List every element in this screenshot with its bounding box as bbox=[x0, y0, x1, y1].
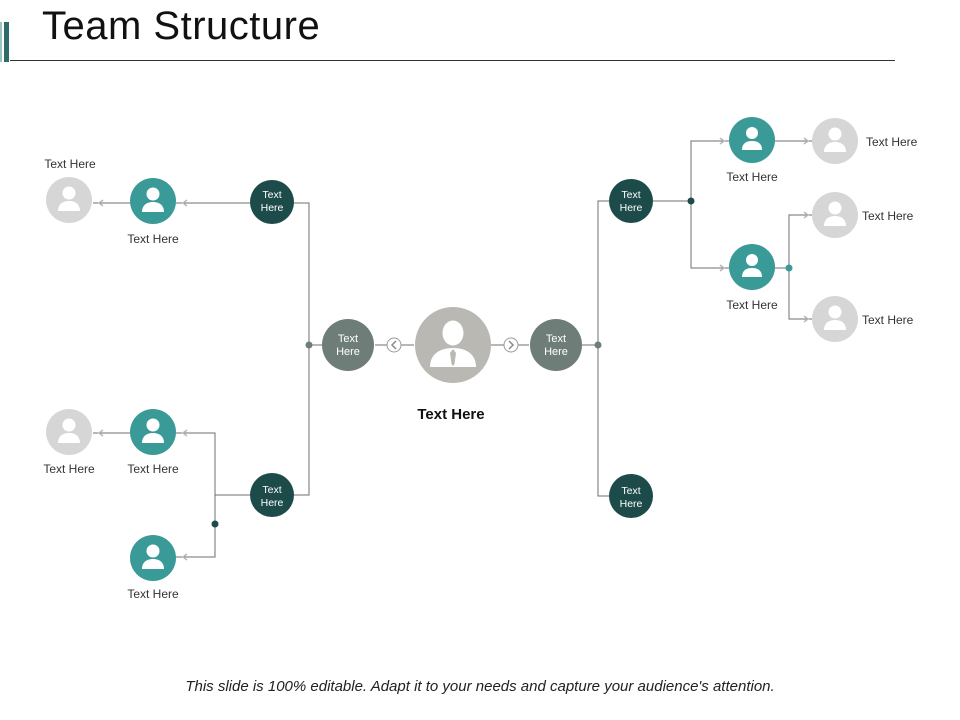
mgr-left-top-line1: Text bbox=[262, 189, 281, 201]
connector-line bbox=[176, 495, 216, 558]
prev-arrow-icon bbox=[386, 337, 402, 353]
arrow-chevron bbox=[719, 137, 726, 145]
arrow-chevron bbox=[181, 429, 188, 437]
member-left-top-label: Text Here bbox=[127, 232, 179, 246]
junction-dot bbox=[305, 341, 313, 349]
footer-note: This slide is 100% editable. Adapt it to… bbox=[185, 678, 775, 695]
tie-icon bbox=[450, 349, 456, 366]
hub-right-line1: Text bbox=[546, 333, 566, 345]
person-icon bbox=[742, 254, 762, 277]
person-icon bbox=[142, 187, 164, 212]
junction-dot bbox=[211, 520, 219, 528]
leaf-left-top-node bbox=[46, 177, 92, 223]
member-left-low-node bbox=[130, 535, 176, 581]
member-left-top-node bbox=[130, 178, 176, 224]
center-label: Text Here bbox=[417, 406, 484, 423]
person-icon bbox=[58, 186, 80, 211]
connector-line bbox=[250, 202, 310, 496]
title-accent-bar bbox=[4, 22, 9, 62]
leaf-right-1-node bbox=[812, 118, 858, 164]
junction-dot bbox=[785, 264, 793, 272]
mgr-right-top-line2: Here bbox=[620, 202, 643, 214]
center-arrow-buttons bbox=[386, 337, 519, 353]
leaf-left-mid-label: Text Here bbox=[43, 462, 95, 476]
mgr-left-top-line2: Here bbox=[261, 202, 284, 214]
junction-dot bbox=[594, 341, 602, 349]
member-left-low-label: Text Here bbox=[127, 587, 179, 601]
junction-dot bbox=[687, 197, 695, 205]
mgr-right-top-line1: Text bbox=[621, 189, 640, 201]
member-left-mid-label: Text Here bbox=[127, 462, 179, 476]
leaf-right-2-node bbox=[812, 192, 858, 238]
connector-line bbox=[690, 201, 729, 269]
hub-right-line2: Here bbox=[544, 346, 568, 358]
leaf-left-mid-node bbox=[46, 409, 92, 455]
connector-line bbox=[690, 140, 729, 201]
mgr-right-bottom-line1: Text bbox=[621, 485, 640, 497]
person-icon bbox=[142, 418, 164, 443]
person-icon bbox=[58, 418, 80, 443]
arrow-chevron bbox=[803, 315, 810, 323]
connector-line bbox=[597, 200, 610, 497]
connector-line bbox=[176, 432, 250, 496]
center-node bbox=[415, 307, 491, 383]
arrow-chevron bbox=[181, 553, 188, 561]
arrow-chevrons bbox=[97, 137, 810, 561]
mgr-right-bottom-line2: Here bbox=[620, 498, 643, 510]
person-icon bbox=[824, 305, 846, 330]
leaf-left-top-label: Text Here bbox=[44, 157, 96, 171]
person-icon bbox=[824, 201, 846, 226]
person-icon bbox=[742, 127, 762, 150]
junction-dots bbox=[211, 197, 793, 528]
member-left-mid-node bbox=[130, 409, 176, 455]
member-right-mid-label: Text Here bbox=[726, 298, 778, 312]
connector-line bbox=[788, 268, 813, 320]
member-right-mid-node bbox=[729, 244, 775, 290]
hub-left-line1: Text bbox=[338, 333, 358, 345]
hub-left-line2: Here bbox=[336, 346, 360, 358]
mgr-left-bottom-line1: Text bbox=[262, 484, 281, 496]
slide-title: Team Structure bbox=[42, 4, 321, 48]
arrow-chevron bbox=[97, 199, 104, 207]
arrow-chevron bbox=[719, 264, 726, 272]
leaf-right-2-label: Text Here bbox=[862, 209, 914, 223]
person-icon bbox=[824, 127, 846, 152]
mgr-left-bottom-line2: Here bbox=[261, 497, 284, 509]
connector-line bbox=[788, 214, 813, 268]
arrow-chevron bbox=[181, 199, 188, 207]
arrow-chevron bbox=[97, 429, 104, 437]
leaf-right-3-label: Text Here bbox=[862, 313, 914, 327]
leaf-right-1-label: Text Here bbox=[866, 135, 918, 149]
person-icon bbox=[142, 544, 164, 569]
arrow-chevron bbox=[803, 137, 810, 145]
next-arrow-icon bbox=[503, 337, 519, 353]
member-right-top-node bbox=[729, 117, 775, 163]
arrow-chevron bbox=[803, 211, 810, 219]
title-accent-line bbox=[0, 22, 2, 62]
title-divider bbox=[10, 60, 895, 61]
member-right-top-label: Text Here bbox=[726, 170, 778, 184]
leaf-right-3-node bbox=[812, 296, 858, 342]
